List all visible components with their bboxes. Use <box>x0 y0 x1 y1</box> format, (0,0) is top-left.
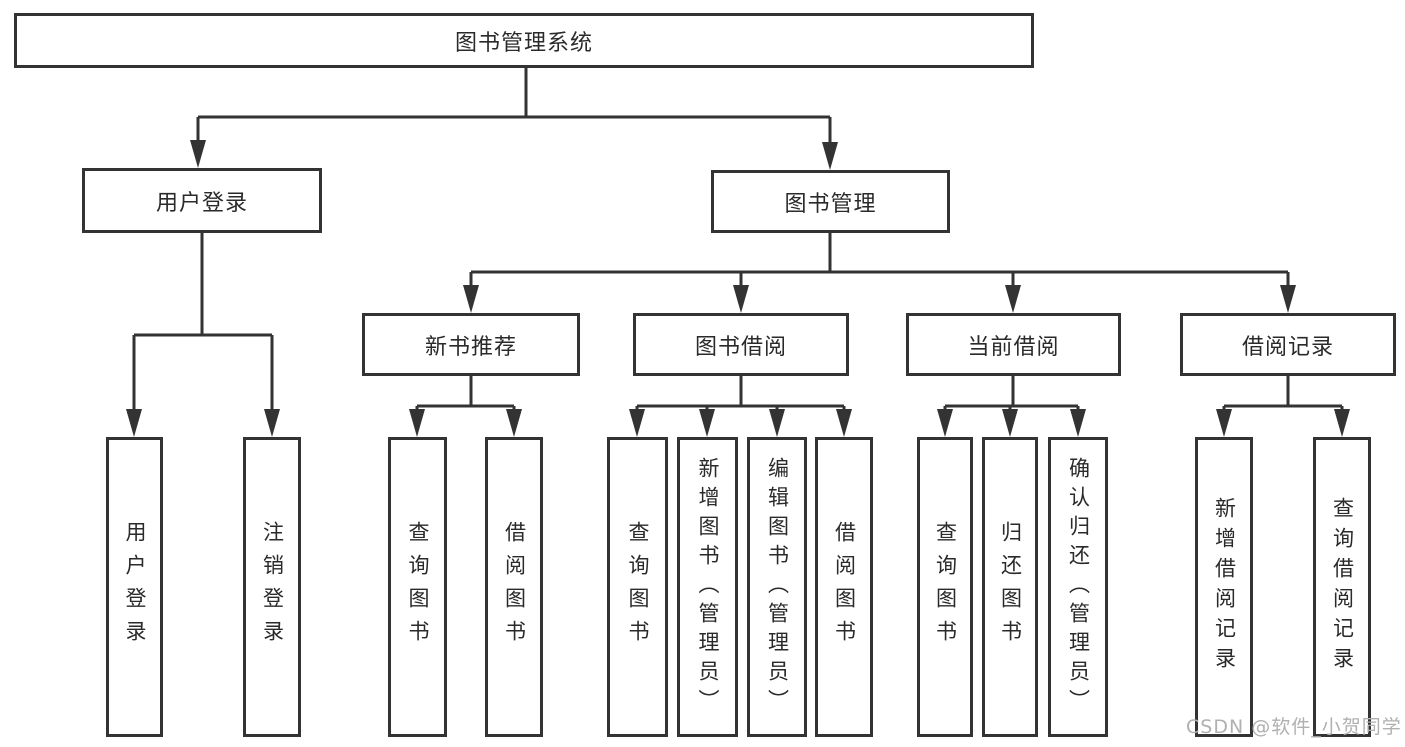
node-root-label: 图书管理系统 <box>454 30 593 56</box>
leaf-borrow-books-1-label: 借阅图书 <box>502 521 527 653</box>
connector-user-login <box>132 233 274 431</box>
leaf-return-book-label: 归还图书 <box>998 521 1023 653</box>
leaf-edit-book-admin-label: 编辑图书（管理员） <box>765 456 790 718</box>
node-new-book-recommend-label: 新书推荐 <box>424 334 517 360</box>
leaf-add-borrow-record: 新增借阅记录 <box>1195 437 1253 737</box>
node-book-borrow-label: 图书借阅 <box>694 334 787 360</box>
leaf-borrow-books-2: 借阅图书 <box>815 437 873 737</box>
node-borrow-record: 借阅记录 <box>1180 313 1396 376</box>
node-root: 图书管理系统 <box>14 13 1034 68</box>
node-user-login-label: 用户登录 <box>155 190 248 216</box>
leaf-query-borrow-record-label: 查询借阅记录 <box>1330 497 1355 677</box>
leaf-query-books-3-label: 查询图书 <box>933 521 958 653</box>
leaf-logout-label: 注销登录 <box>260 521 285 653</box>
watermark: CSDN @软件_小贺同学 <box>1186 716 1402 738</box>
leaf-return-book: 归还图书 <box>982 437 1038 737</box>
node-new-book-recommend: 新书推荐 <box>362 313 580 376</box>
leaf-confirm-return-admin-label: 确认归还（管理员） <box>1066 456 1091 718</box>
leaf-query-books-1-label: 查询图书 <box>406 521 430 653</box>
leaf-add-book-admin-label: 新增图书（管理员） <box>696 456 720 718</box>
leaf-query-books-1: 查询图书 <box>388 437 447 737</box>
leaf-borrow-books-2-label: 借阅图书 <box>832 521 857 653</box>
connector-borrow-record <box>1222 376 1344 431</box>
leaf-user-login-label: 用户登录 <box>123 521 147 653</box>
leaf-confirm-return-admin: 确认归还（管理员） <box>1048 437 1108 737</box>
leaf-query-books-2-label: 查询图书 <box>626 521 650 653</box>
node-current-borrow: 当前借阅 <box>906 313 1121 376</box>
leaf-borrow-books-1: 借阅图书 <box>485 437 543 737</box>
node-borrow-record-label: 借阅记录 <box>1241 334 1334 360</box>
leaf-edit-book-admin: 编辑图书（管理员） <box>747 437 807 737</box>
connector-book-management <box>469 233 1290 307</box>
leaf-query-borrow-record: 查询借阅记录 <box>1313 437 1371 737</box>
leaf-user-login: 用户登录 <box>106 437 163 737</box>
node-book-borrow: 图书借阅 <box>633 313 849 376</box>
connector-book-borrow <box>635 376 846 431</box>
connector-root <box>196 68 832 164</box>
leaf-add-borrow-record-label: 新增借阅记录 <box>1212 497 1237 677</box>
leaf-logout: 注销登录 <box>243 437 301 737</box>
leaf-add-book-admin: 新增图书（管理员） <box>677 437 738 737</box>
connector-new-book <box>415 376 516 431</box>
node-book-management-label: 图书管理 <box>784 191 877 217</box>
leaf-query-books-3: 查询图书 <box>917 437 973 737</box>
node-book-management: 图书管理 <box>711 170 950 233</box>
leaf-query-books-2: 查询图书 <box>607 437 668 737</box>
node-current-borrow-label: 当前借阅 <box>967 334 1060 360</box>
node-user-login: 用户登录 <box>82 168 322 233</box>
